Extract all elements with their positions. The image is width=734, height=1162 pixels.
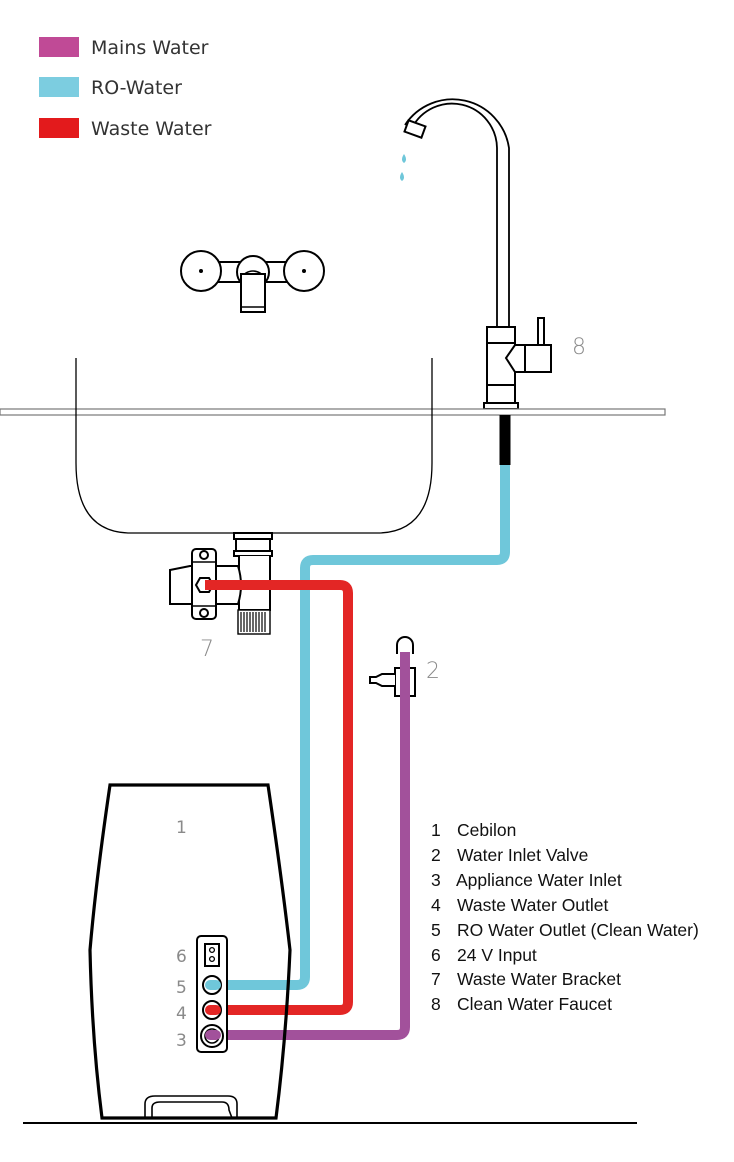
callout-5: 5	[176, 978, 187, 998]
key-label: Clean Water Faucet	[457, 994, 612, 1014]
key-num: 1	[431, 820, 441, 840]
key-label: RO Water Outlet (Clean Water)	[457, 920, 699, 940]
waste-water-pipe	[205, 580, 353, 1015]
legend-swatch-ro	[39, 77, 79, 97]
water-drop-icon	[400, 172, 404, 181]
key-label: Water Inlet Valve	[457, 845, 588, 865]
key-label: Appliance Water Inlet	[456, 870, 622, 890]
pipes	[205, 415, 511, 1040]
callout-6: 6	[176, 947, 187, 967]
legend-swatch-waste	[39, 118, 79, 138]
callout-7: 7	[200, 637, 214, 662]
legend-swatch-mains	[39, 37, 79, 57]
countertop	[0, 408, 666, 416]
callout-4: 4	[176, 1004, 187, 1024]
callout-3: 3	[176, 1031, 187, 1051]
key-num: 5	[431, 920, 441, 940]
key-label: Cebilon	[457, 820, 516, 840]
parts-key: 1 Cebilon 2 Water Inlet Valve 3 Applianc…	[431, 820, 699, 1014]
key-num: 7	[431, 969, 441, 989]
key-label: 24 V Input	[457, 945, 537, 965]
legend-label-waste: Waste Water	[91, 118, 212, 140]
key-num: 6	[431, 945, 441, 965]
legend: Mains Water RO-Water Waste Water	[39, 37, 212, 140]
clean-water-faucet	[400, 98, 552, 410]
key-num: 3	[431, 870, 441, 890]
callout-2: 2	[426, 659, 440, 684]
sink-basin	[75, 358, 433, 534]
mains-water-pipe	[210, 652, 410, 1040]
callout-8: 8	[572, 335, 586, 360]
legend-label-ro: RO-Water	[91, 77, 182, 99]
key-num: 4	[431, 895, 441, 915]
key-label: Waste Water Bracket	[457, 969, 621, 989]
callout-1: 1	[176, 818, 187, 838]
water-drop-icon	[402, 154, 406, 163]
appliance-ports	[205, 980, 221, 1040]
wall-mixer-tap	[180, 250, 325, 313]
ro-water-pipe	[210, 465, 510, 990]
key-num: 2	[431, 845, 441, 865]
key-label: Waste Water Outlet	[457, 895, 609, 915]
key-num: 8	[431, 994, 441, 1014]
cebilon-appliance	[88, 783, 292, 1120]
legend-label-mains: Mains Water	[91, 37, 209, 59]
